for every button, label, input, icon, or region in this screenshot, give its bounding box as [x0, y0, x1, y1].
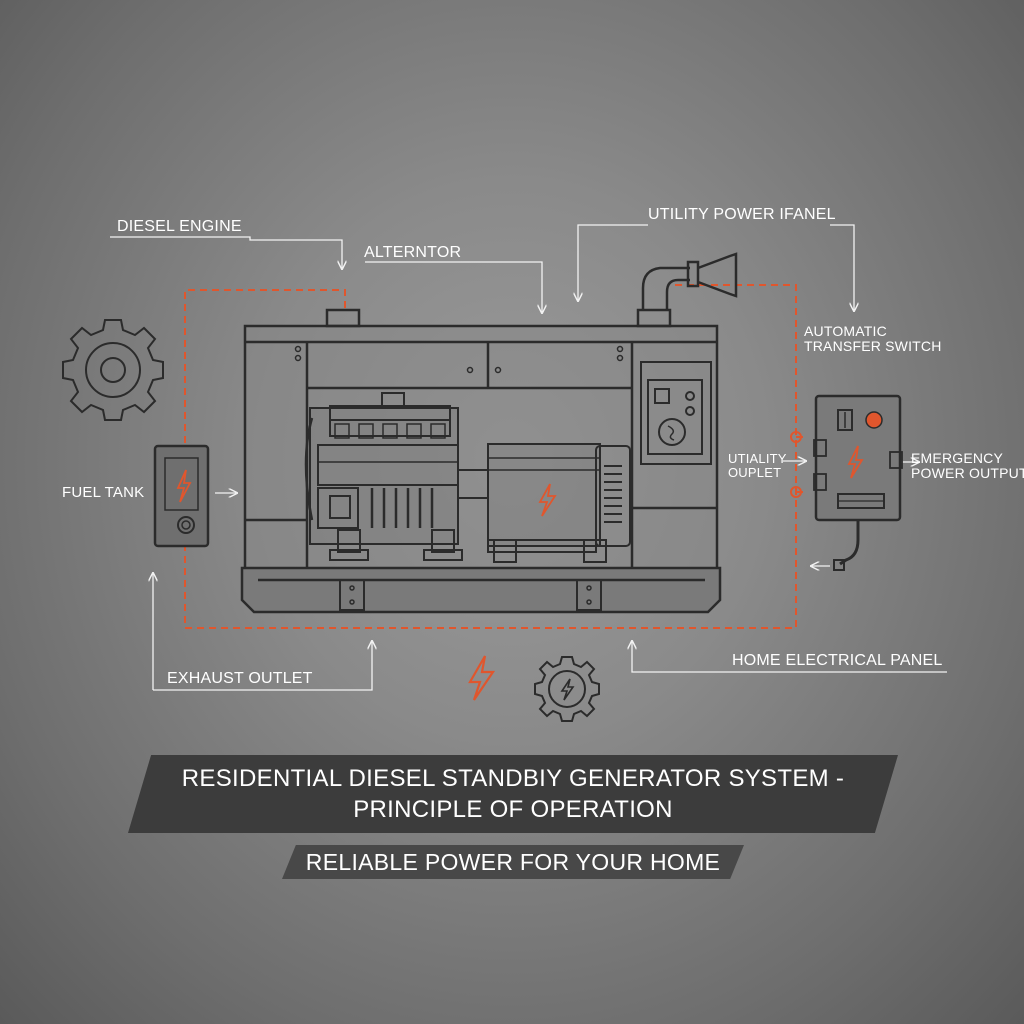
label-alternator: ALTERNTOR — [364, 244, 462, 261]
label-utility-outlet-line2: OUPLET — [728, 464, 782, 480]
terminal-top — [790, 431, 802, 443]
alternator — [457, 443, 631, 563]
label-exhaust-outlet: EXHAUST OUTLET — [167, 670, 313, 687]
lightning-bolt-icon — [176, 469, 192, 503]
subtitle-banner: RELIABLE POWER FOR YOUR HOME — [282, 845, 744, 879]
exhaust-pipe-icon — [641, 252, 738, 310]
indicator-light — [865, 411, 883, 429]
label-utility-outlet-line1: UTIALITY — [728, 451, 787, 466]
gear-lightning-icon — [534, 656, 600, 722]
gear-icon — [62, 319, 164, 421]
lightning-bolt-icon — [538, 483, 557, 517]
transfer-switch-box — [813, 394, 903, 571]
label-diesel-engine: DIESEL ENGINE — [117, 218, 242, 235]
label-utility-power-panel: UTILITY POWER IFANEL — [648, 206, 836, 223]
control-panel-icon — [640, 361, 712, 465]
label-emergency-power-output: EMERGENCY POWER OUTPUT — [911, 451, 1024, 480]
fuel-tank — [153, 444, 210, 548]
label-automatic-transfer-switch: AUTOMATIC TRANSFER SWITCH — [804, 324, 942, 353]
label-epo-line1: EMERGENCY — [911, 450, 1004, 466]
label-utility-outlet: UTIALITY OUPLET — [728, 452, 787, 479]
label-home-electrical-panel: HOME ELECTRICAL PANEL — [732, 652, 943, 669]
output-cable — [839, 520, 860, 566]
diesel-engine — [304, 392, 463, 561]
label-ats-line1: AUTOMATIC — [804, 323, 887, 339]
leader-lines — [110, 224, 947, 691]
lightning-bolt-icon — [468, 655, 496, 701]
label-fuel-tank: FUEL TANK — [62, 484, 145, 501]
base-skid — [240, 566, 722, 614]
title-banner: RESIDENTIAL DIESEL STANDBIY GENERATOR SY… — [128, 755, 898, 833]
terminal-bottom — [790, 486, 802, 498]
label-ats-line2: TRANSFER SWITCH — [804, 337, 942, 354]
title-line1: RESIDENTIAL DIESEL STANDBIY GENERATOR SY… — [181, 764, 845, 792]
subtitle-text: RELIABLE POWER FOR YOUR HOME — [305, 848, 721, 875]
lightning-bolt-icon — [847, 445, 864, 479]
title-line2: PRINCIPLE OF OPERATION — [353, 796, 673, 823]
label-epo-line2: POWER OUTPUT — [911, 464, 1024, 481]
